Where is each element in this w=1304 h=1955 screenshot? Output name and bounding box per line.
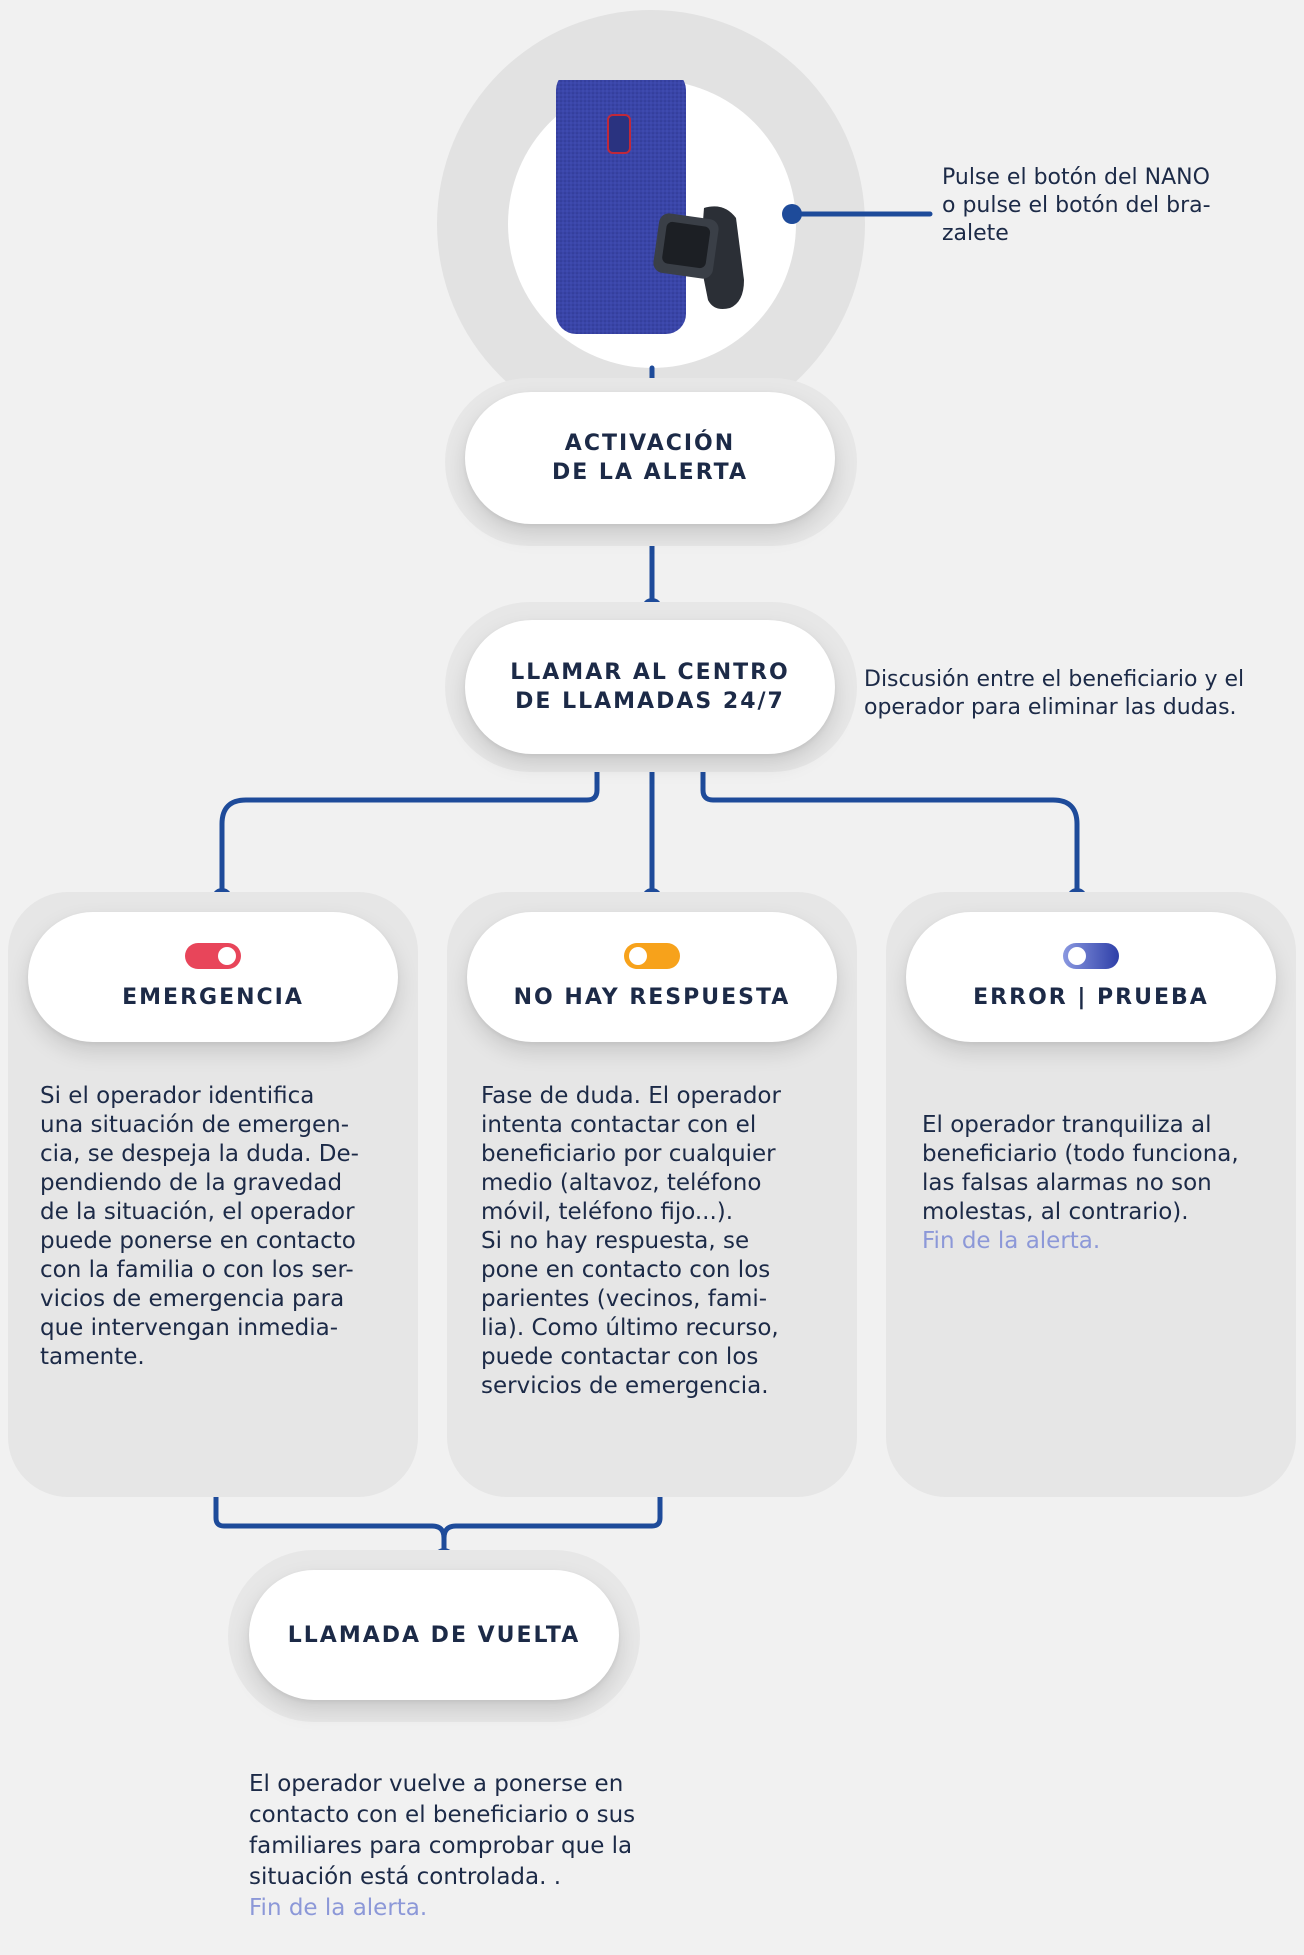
emergency-node: EMERGENCIA: [28, 912, 398, 1042]
no-response-toggle-icon: [624, 942, 680, 969]
error-test-toggle-icon: [1063, 942, 1119, 969]
callback-title: LLAMADA DE VUELTA: [287, 1622, 581, 1648]
emergency-title: EMERGENCIA: [122, 984, 304, 1010]
activation-node: ACTIVACIÓN DE LA ALERTA: [465, 392, 835, 524]
no-response-node: NO HAY RESPUESTA: [467, 912, 837, 1042]
error-test-text: El operador tranquiliza al beneficiario …: [922, 1112, 1239, 1225]
call-center-title: LLAMAR AL CENTRO DE LLAMADAS 24/7: [510, 660, 790, 714]
nano-and-bracelet-illustration: [556, 70, 744, 334]
no-response-description: Fase de duda. El operador intenta contac…: [481, 1083, 781, 1399]
error-test-node: ERROR | PRUEBA: [906, 912, 1276, 1042]
activation-title: ACTIVACIÓN DE LA ALERTA: [551, 431, 748, 485]
device-image-circle: [508, 70, 796, 368]
bracelet-icon: [653, 206, 744, 309]
nano-device-icon: [556, 70, 686, 334]
error-test-description: El operador tranquiliza al beneficiario …: [922, 1082, 1239, 1285]
call-center-node: LLAMAR AL CENTRO DE LLAMADAS 24/7: [465, 620, 835, 754]
error-test-title: ERROR | PRUEBA: [973, 984, 1209, 1010]
emergency-description: Si el operador identifica una situación …: [40, 1083, 359, 1370]
error-test-end-link[interactable]: Fin de la alerta.: [922, 1228, 1101, 1254]
callback-text: El operador vuelve a ponerse en contacto…: [249, 1771, 636, 1890]
call-center-callout: Discusión entre el beneficiario y el ope…: [864, 667, 1245, 720]
callback-description: El operador vuelve a ponerse en contacto…: [249, 1738, 635, 1955]
no-response-title: NO HAY RESPUESTA: [513, 984, 791, 1010]
callback-node: LLAMADA DE VUELTA: [249, 1570, 619, 1700]
callback-end-link[interactable]: Fin de la alerta.: [249, 1895, 428, 1921]
activation-callout: Pulse el botón del NANO o pulse el botón…: [942, 165, 1211, 246]
emergency-toggle-icon: [185, 942, 241, 969]
